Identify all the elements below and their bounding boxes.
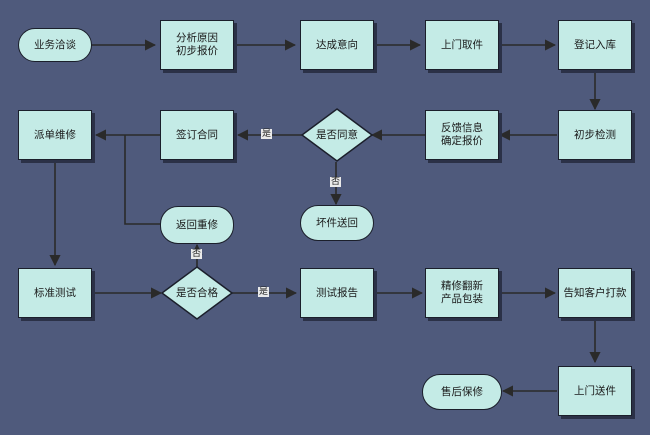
node-sign-contract: 签订合同 xyxy=(160,110,234,160)
node-business-negotiation: 业务洽谈 xyxy=(18,28,92,62)
node-label: 登记入库 xyxy=(574,38,616,51)
node-label: 初步检测 xyxy=(574,128,616,141)
node-label: 测试报告 xyxy=(316,286,358,299)
edge-label-agree-yes: 是 xyxy=(261,129,273,139)
node-return-broken: 坏件送回 xyxy=(300,205,374,241)
node-label: 签订合同 xyxy=(176,128,218,141)
node-refurbish-pack: 精修翻新 产品包装 xyxy=(425,268,499,318)
node-reach-intent: 达成意向 xyxy=(300,20,374,70)
node-label: 精修翻新 产品包装 xyxy=(441,280,483,305)
node-standard-test: 标准测试 xyxy=(18,268,92,318)
node-label: 反馈信息 确定报价 xyxy=(441,122,483,147)
decision-agree-shape xyxy=(300,108,374,162)
node-label: 派单维修 xyxy=(34,128,76,141)
node-label: 达成意向 xyxy=(316,38,358,51)
node-label: 上门送件 xyxy=(574,384,616,397)
node-notify-payment: 告知客户打款 xyxy=(558,268,632,318)
node-label: 业务洽谈 xyxy=(34,38,76,51)
node-test-report: 测试报告 xyxy=(300,268,374,318)
node-initial-inspection: 初步检测 xyxy=(558,110,632,160)
node-dispatch-repair: 派单维修 xyxy=(18,110,92,160)
edge-label-agree-no: 否 xyxy=(330,177,342,187)
decision-pass-shape xyxy=(160,266,234,320)
node-label: 是否同意 xyxy=(316,128,358,141)
node-label: 分析原因 初步报价 xyxy=(176,32,218,57)
node-label: 是否合格 xyxy=(176,286,218,299)
edge-n12-n10 xyxy=(124,135,160,225)
node-pickup: 上门取件 xyxy=(425,20,499,70)
node-label: 返回重修 xyxy=(176,218,218,231)
node-deliver: 上门送件 xyxy=(558,366,632,416)
node-label: 标准测试 xyxy=(34,286,76,299)
node-register-stock: 登记入库 xyxy=(558,20,632,70)
node-label: 坏件送回 xyxy=(316,216,358,229)
node-analyze-quote: 分析原因 初步报价 xyxy=(160,20,234,70)
edge-label-pass-yes: 是 xyxy=(258,287,270,297)
node-label: 告知客户打款 xyxy=(563,286,627,299)
edge-label-pass-no: 否 xyxy=(191,249,203,259)
node-after-sales: 售后保修 xyxy=(422,374,502,410)
node-return-rework: 返回重修 xyxy=(160,206,234,244)
node-feedback-price: 反馈信息 确定报价 xyxy=(425,110,499,160)
node-label: 售后保修 xyxy=(441,385,483,398)
node-pass-decision: 是否合格 xyxy=(162,280,232,306)
node-label: 上门取件 xyxy=(441,38,483,51)
node-agree-decision: 是否同意 xyxy=(302,122,372,148)
